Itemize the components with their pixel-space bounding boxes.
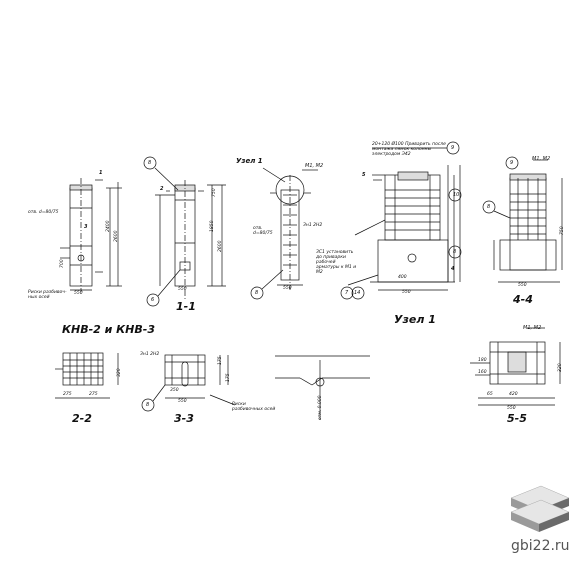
dim-160: 160	[478, 370, 487, 375]
knv-elevation	[60, 178, 122, 292]
callout-8-c: 8	[487, 204, 491, 210]
dim-550-a: 550	[74, 291, 83, 296]
section-2-2	[55, 352, 119, 399]
callout-8-e: 8	[146, 402, 150, 408]
dim-175-a: 175	[218, 356, 223, 365]
dim-550-f: 550	[507, 406, 516, 411]
node-small-title: Узел 1	[236, 157, 263, 165]
dim-65: 65	[487, 392, 493, 397]
dim-400: 400	[398, 275, 407, 280]
dim-550-b: 550	[178, 287, 187, 292]
section-4-4	[482, 156, 563, 283]
section-mark-5: 5	[362, 172, 366, 178]
dim-550-c: 550	[283, 286, 292, 291]
dim-420: 420	[509, 392, 518, 397]
callout-8-d: 8	[453, 249, 457, 255]
level-mark: отм. 0.000	[318, 395, 323, 420]
dim-180: 180	[478, 358, 487, 363]
view-title-3-3: 3-3	[174, 412, 194, 425]
section-mark-2: 2	[160, 186, 164, 192]
dim-1850: 1850	[210, 220, 215, 232]
dim-275-b: 275	[63, 392, 72, 397]
stacked-slabs-icon	[510, 485, 570, 532]
level-detail	[275, 355, 370, 420]
dim-2400: 2400	[106, 220, 111, 232]
site-watermark: gbi22.ru	[511, 538, 570, 554]
dim-320: 320	[117, 368, 122, 377]
section-1-1	[143, 156, 226, 307]
dim-275-a: 275	[89, 392, 98, 397]
rebar-mark-b: Зн1 2Н2	[140, 352, 160, 357]
dim-350: 350	[170, 388, 179, 393]
callout-7: 7	[345, 290, 349, 296]
dim-175-b: 175	[226, 373, 231, 382]
dim-550-e: 550	[518, 283, 527, 288]
section-mark-1: 1	[99, 170, 103, 176]
callout-9-b: 9	[510, 160, 514, 166]
view-title-knv: КНВ-2 и КНВ-3	[62, 323, 155, 336]
node-1-elevation	[250, 167, 318, 300]
view-title-node: Узел 1	[394, 313, 436, 326]
rebar-mark-a: Зн1 2Н2	[303, 223, 323, 228]
callout-8-a: 8	[148, 160, 152, 166]
dim-2600-a: 2600	[114, 230, 119, 242]
assembly-note: ЗС1 установить до приварки рабочей армат…	[316, 250, 357, 275]
view-title-4-4: 4-4	[513, 293, 533, 306]
dim-700: 700	[60, 259, 65, 268]
callout-14: 14	[354, 290, 361, 296]
dim-750: 750	[212, 188, 217, 197]
callout-8-b: 8	[255, 290, 259, 296]
dim-750-b: 750	[560, 226, 565, 235]
dim-2600-b: 2600	[218, 240, 223, 252]
dim-550-g: 550	[178, 399, 187, 404]
hole-label-a: отв. d=80/75	[28, 210, 59, 215]
view-title-2-2: 2-2	[72, 412, 92, 425]
embedded-plates-label-c: М1, М2	[523, 325, 542, 331]
embedded-plates-label-b: М1, М2	[532, 156, 551, 162]
section-mark-4: 4	[451, 266, 455, 272]
weld-note: 20+120 Ø100 Приварить после монтажа лямо…	[372, 142, 446, 157]
dim-550-d: 550	[402, 290, 411, 295]
callout-10: 10	[453, 192, 460, 198]
node-1-detail	[340, 141, 462, 300]
view-title-1-1: 1-1	[176, 300, 196, 313]
axis-marks-note-b: Риски разбивочных осей	[232, 402, 276, 412]
callout-6: 6	[151, 297, 155, 303]
embedded-plates-label-a: М1, М2	[305, 163, 324, 169]
section-5-5	[470, 327, 561, 406]
hole-label-b: отв. d=80/75	[253, 226, 273, 236]
dim-320-b: 320	[558, 363, 563, 372]
section-mark-3: 3	[84, 224, 88, 230]
view-title-5-5: 5-5	[507, 412, 527, 425]
axis-marks-note-a: Риски разбивоч-ных осей	[28, 290, 67, 300]
callout-9-a: 9	[451, 145, 455, 151]
section-3-3	[141, 354, 236, 412]
